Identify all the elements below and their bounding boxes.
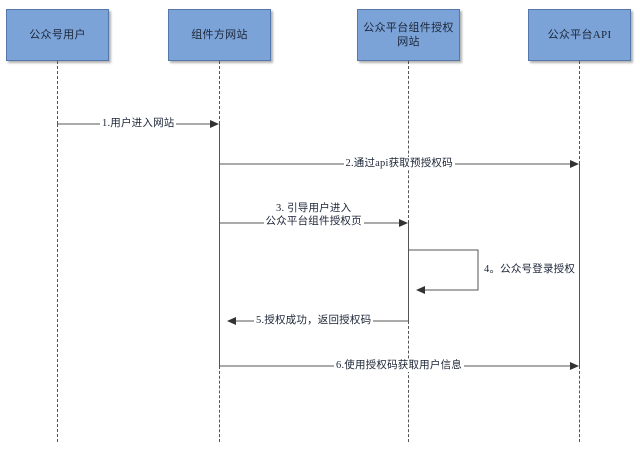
message-label-1: 1.用户进入网站 xyxy=(100,117,177,130)
message-arrow-4 xyxy=(408,249,479,294)
participant-box-platform-api[interactable]: 公众平台API xyxy=(528,9,631,61)
lifeline-user xyxy=(57,61,58,124)
participant-label-component-site: 组件方网站 xyxy=(191,29,248,41)
message-label-3: 3. 引导用户进入 公众平台组件授权页 xyxy=(263,202,364,228)
participant-label-user: 公众号用户 xyxy=(29,29,86,41)
message-label-5: 5.授权成功，返回授权码 xyxy=(254,314,374,327)
message-label-2: 2.通过api获取预授权码 xyxy=(343,157,455,170)
message-label-4: 4。公众号登录授权 xyxy=(484,264,576,275)
participant-box-auth-site[interactable]: 公众平台组件授权 网站 xyxy=(357,9,460,61)
participant-box-user[interactable]: 公众号用户 xyxy=(6,9,109,61)
lifeline-platform_api xyxy=(579,61,580,164)
lifeline-auth_site xyxy=(408,61,409,223)
lifeline-auth_site xyxy=(408,223,409,321)
lifeline-component_site xyxy=(219,124,220,366)
lifeline-platform_api xyxy=(579,366,580,442)
participant-box-component-site[interactable]: 组件方网站 xyxy=(168,9,271,61)
lifeline-user xyxy=(57,124,58,442)
message-label-6: 6.使用授权码获取用户信息 xyxy=(334,359,464,372)
lifeline-auth_site xyxy=(408,321,409,442)
lifeline-component_site xyxy=(219,61,220,124)
participant-label-auth-site: 公众平台组件授权 网站 xyxy=(363,22,454,48)
lifeline-component_site xyxy=(219,366,220,442)
lifeline-platform_api xyxy=(579,164,580,366)
participant-label-platform-api: 公众平台API xyxy=(547,29,612,41)
